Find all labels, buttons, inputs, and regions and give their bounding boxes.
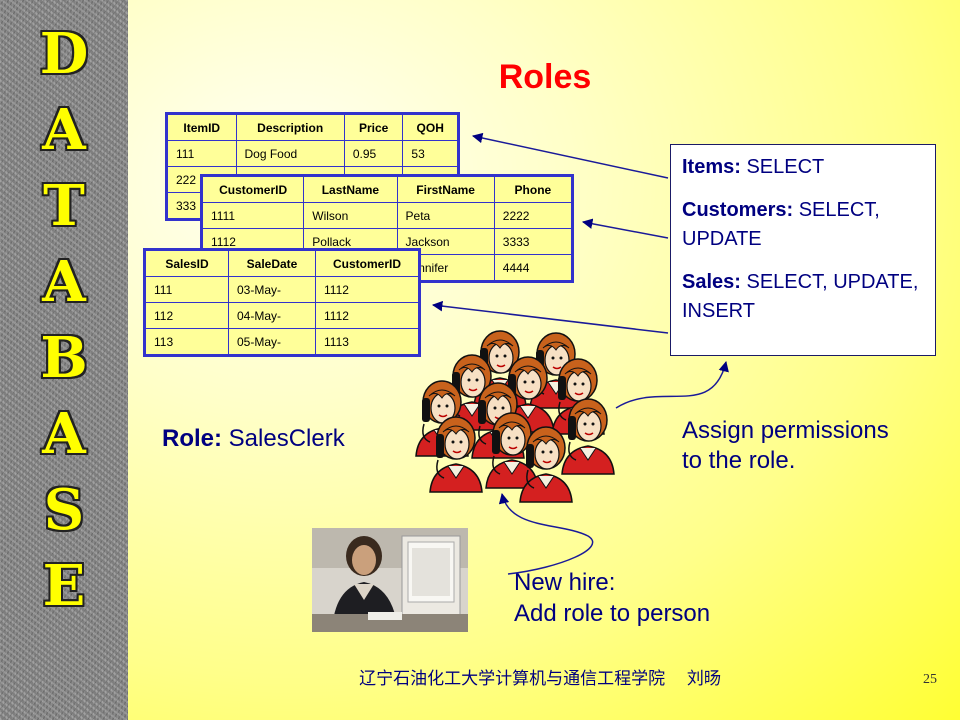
sales-table: SalesID SaleDate CustomerID 111 03-May- …	[143, 248, 421, 357]
column-header: SaleDate	[228, 249, 316, 277]
column-header: LastName	[303, 175, 398, 203]
assign-line: Assign permissions	[682, 417, 889, 444]
column-header: CustomerID	[200, 175, 305, 203]
column-header: CustomerID	[315, 249, 420, 277]
column-header: FirstName	[396, 175, 495, 203]
table-cell: 0.95	[343, 140, 404, 167]
table-cell: 3333	[493, 228, 574, 255]
table-row: 111 Dog Food 0.95 53	[166, 140, 459, 167]
arrow-to-customers	[581, 218, 669, 239]
column-header: ItemID	[166, 113, 237, 141]
table-row: 113 05-May- 1113	[144, 328, 420, 356]
table-header-row: SalesID SaleDate CustomerID	[144, 249, 420, 277]
column-header: Description	[235, 113, 345, 141]
permission-list: SELECT	[740, 156, 825, 178]
table-row: 112 04-May- 1112	[144, 302, 420, 329]
sidebar-database-banner: D A T A B A S E	[0, 0, 128, 720]
table-header-row: ItemID Description Price QOH	[166, 113, 459, 141]
sidebar-letter: B	[40, 325, 88, 391]
role-label-prefix: Role:	[162, 425, 222, 452]
table-row: 111 03-May- 1112	[144, 276, 420, 303]
new-hire-text: New hire: Add role to person	[514, 567, 710, 629]
role-label: Role: SalesClerk	[162, 424, 345, 454]
table-cell: 111	[166, 140, 237, 167]
table-cell: 1111	[200, 202, 305, 229]
table-header-row: CustomerID LastName FirstName Phone	[200, 175, 574, 203]
arrow-to-staff-group	[498, 492, 594, 575]
sidebar-letter: S	[43, 477, 85, 543]
slide-title: Roles	[498, 58, 592, 96]
sidebar-letter: A	[42, 97, 86, 163]
table-cell: 4444	[493, 254, 574, 282]
table-cell: 03-May-	[228, 276, 316, 303]
arrow-to-items	[471, 132, 669, 179]
assign-line: to the role.	[682, 447, 796, 474]
new-hire-photo	[312, 528, 468, 632]
role-name: SalesClerk	[222, 425, 345, 452]
staff-group-illustration	[415, 330, 615, 503]
page-number: 25	[923, 672, 937, 687]
new-hire-line: New hire:	[514, 569, 616, 596]
permission-list: SELECT, UPDATE	[682, 199, 880, 250]
table-cell: Peta	[396, 202, 495, 229]
assign-permissions-text: Assign permissions to the role.	[682, 416, 889, 476]
sidebar-letter: A	[42, 401, 86, 467]
table-cell: 1112	[315, 276, 420, 303]
table-cell: 113	[144, 328, 229, 356]
footer-text: 辽宁石油化工大学计算机与通信工程学院 刘旸	[359, 669, 721, 688]
column-header: Phone	[493, 175, 574, 203]
table-cell: Wilson	[303, 202, 398, 229]
table-row: 1111 Wilson Peta 2222	[200, 202, 574, 229]
table-cell: 2222	[493, 202, 574, 229]
column-header: SalesID	[144, 249, 229, 277]
permission-items: Items: SELECT	[682, 153, 925, 182]
permission-table-name: Sales:	[682, 271, 741, 293]
permission-list: SELECT, UPDATE, INSERT	[682, 271, 919, 322]
table-cell: 112	[144, 302, 229, 329]
permission-sales: Sales: SELECT, UPDATE, INSERT	[682, 268, 925, 326]
column-header: Price	[343, 113, 404, 141]
sidebar-letter: A	[42, 249, 86, 315]
table-cell: 05-May-	[228, 328, 316, 356]
column-header: QOH	[402, 113, 459, 141]
sidebar-letter: D	[39, 21, 89, 87]
permissions-box: Items: SELECT Customers: SELECT, UPDATE …	[670, 144, 936, 356]
sidebar-letter: E	[42, 553, 86, 619]
table-cell: 1112	[315, 302, 420, 329]
permission-customers: Customers: SELECT, UPDATE	[682, 196, 925, 254]
permission-table-name: Customers:	[682, 199, 794, 221]
table-cell: 111	[144, 276, 229, 303]
table-cell: 04-May-	[228, 302, 316, 329]
table-cell: 53	[402, 140, 459, 167]
new-hire-line: Add role to person	[514, 600, 711, 627]
permission-table-name: Items:	[682, 156, 741, 178]
table-cell: Dog Food	[235, 140, 345, 167]
sidebar-letter: T	[43, 173, 85, 239]
table-cell: 1113	[315, 328, 420, 356]
